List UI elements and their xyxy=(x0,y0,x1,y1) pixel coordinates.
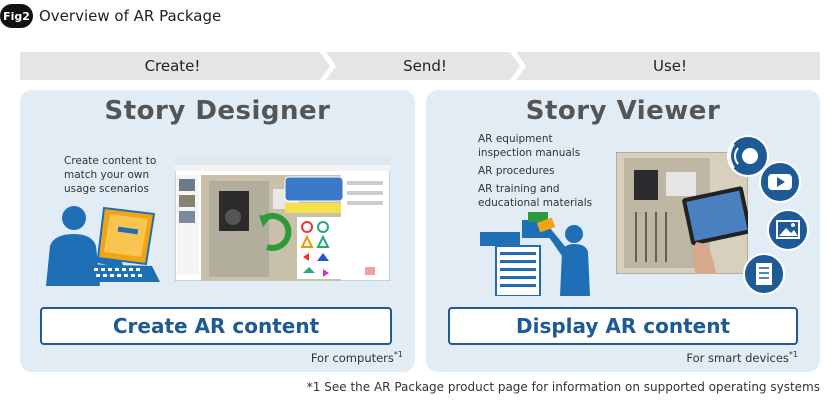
person-laptop-illustration xyxy=(46,206,160,286)
story-viewer-use-cases: AR equipment inspection manuals AR proce… xyxy=(478,132,608,214)
create-ar-content-label: Create AR content xyxy=(40,307,392,345)
worker-tablet-illustration xyxy=(480,212,590,296)
flow-bar: Create! Send! Use! xyxy=(20,52,820,80)
flow-arrows xyxy=(20,52,820,80)
flow-step-use xyxy=(516,52,820,80)
image-icon xyxy=(767,209,809,251)
document-icon xyxy=(743,253,785,295)
story-designer-description: Create content to match your own usage s… xyxy=(64,155,157,195)
display-ar-content-label: Display AR content xyxy=(448,307,798,345)
story-viewer-panel: Story Viewer AR equipment inspection man… xyxy=(426,90,820,372)
os-support-footnote: *1 See the AR Package product page for i… xyxy=(306,380,820,394)
figure-header: Fig2 Overview of AR Package xyxy=(0,4,221,28)
flow-label-create: Create! xyxy=(144,57,201,75)
story-designer-panel: Story Designer Create content to match y… xyxy=(20,90,415,372)
figure-title: Overview of AR Package xyxy=(39,7,222,25)
figure-badge: Fig2 xyxy=(0,4,33,28)
story-designer-title: Story Designer xyxy=(104,96,331,126)
flow-step-create xyxy=(20,52,330,80)
video-icon xyxy=(759,161,801,203)
story-designer-screenshot xyxy=(175,157,390,281)
ar-viewer-photo xyxy=(616,152,748,274)
story-viewer-title: Story Viewer xyxy=(525,96,721,126)
flow-label-send: Send! xyxy=(403,57,447,75)
for-computers-note: For computers*1 xyxy=(310,350,403,365)
flow-step-send xyxy=(326,52,520,80)
use-case-procedures: AR procedures xyxy=(478,165,555,177)
flow-label-use: Use! xyxy=(652,57,688,75)
use-case-training: AR training and educational materials xyxy=(478,183,593,209)
for-smart-devices-note: For smart devices*1 xyxy=(686,350,798,365)
media-icons-group xyxy=(727,135,809,295)
audio-icon xyxy=(727,135,769,177)
use-case-inspection-manuals: AR equipment inspection manuals xyxy=(478,133,581,159)
